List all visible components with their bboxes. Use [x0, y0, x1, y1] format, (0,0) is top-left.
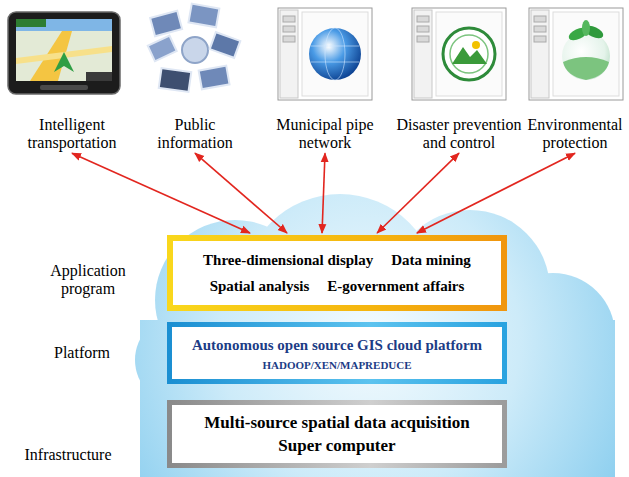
double-arrow [322, 153, 325, 233]
leaf [582, 20, 590, 36]
application-icon: Public information [145, 2, 245, 151]
globe-meridian [325, 28, 345, 80]
sidebar-item [534, 16, 546, 22]
screens-cluster-icon [148, 4, 241, 92]
layer-label: Platform [24, 344, 140, 362]
icon-caption: Environmental protection [525, 116, 625, 151]
cloud-body [140, 320, 615, 477]
window-content [436, 12, 502, 96]
text-row: Three-dimensional display Data mining [187, 247, 487, 273]
window-frame [412, 8, 506, 100]
layer-band: Autonomous open source GIS cloud platfor… [167, 322, 507, 384]
sidebar-item [283, 16, 295, 22]
double-arrow [417, 153, 575, 233]
text-row: HADOOP/XEN/MAPREDUCE [186, 357, 488, 373]
screen [210, 32, 241, 58]
window-earth-icon [529, 8, 623, 100]
application-icon: Municipal pipe network [270, 2, 380, 151]
window-frame [278, 8, 372, 100]
map-sky [16, 19, 112, 31]
screen [148, 36, 177, 62]
sidebar-item [534, 36, 546, 42]
text-row: Multi-source spatial data acquisition [186, 411, 488, 434]
emblem [443, 28, 495, 80]
double-arrow [72, 153, 250, 233]
gps-device-icon [8, 12, 120, 94]
emblem-sun [472, 41, 480, 49]
sidebar-item [534, 26, 546, 32]
screen [199, 66, 230, 90]
layer-text: Spatial analysis [210, 273, 310, 299]
window-sidebar [280, 10, 298, 98]
earth-grass [563, 57, 609, 80]
hub-sphere [182, 37, 208, 63]
window-frame [529, 8, 623, 100]
device-speaker [40, 85, 88, 90]
sidebar-item [417, 16, 429, 22]
emblem-ring [450, 35, 488, 73]
layer-text: Three-dimensional display [203, 247, 373, 273]
text-row: Autonomous open source GIS cloud platfor… [186, 333, 488, 357]
window-content [553, 12, 619, 96]
device-screen [16, 19, 112, 81]
globe [309, 28, 361, 80]
device-bezel [8, 12, 120, 94]
map-panel [86, 72, 112, 81]
text-row: Municipal pipe network [270, 116, 380, 151]
emblem-mountains [452, 47, 487, 64]
layer-label: Infrastructure [10, 446, 126, 464]
window-sidebar [414, 10, 432, 98]
double-arrow [377, 153, 459, 233]
text-row: Super computer [186, 434, 488, 457]
icon-caption: Intelligent transportation [2, 116, 142, 151]
sidebar-item [417, 36, 429, 42]
cloud-shape [135, 194, 615, 477]
double-arrow [195, 153, 287, 233]
layer-label: Application program [30, 262, 146, 299]
icon-caption: Municipal pipe network [270, 116, 380, 151]
window-emblem-icon [412, 8, 506, 100]
text-row: Public information [145, 116, 245, 151]
layer-band: Multi-source spatial data acquisitionSup… [167, 400, 507, 468]
sidebar-item [417, 26, 429, 32]
map-header [16, 19, 46, 27]
map-arrow [54, 52, 74, 72]
text-row: Spatial analysis E-government affairs [187, 273, 487, 299]
layer-text: E-government affairs [327, 273, 464, 299]
layer-text: Autonomous open source GIS cloud platfor… [192, 333, 482, 357]
application-icon: Intelligent transportation [2, 2, 142, 151]
text-row: Environmental protection [525, 116, 625, 151]
screen [188, 4, 219, 28]
layer-band: Three-dimensional displayData miningSpat… [167, 235, 507, 311]
window-sidebar [531, 10, 549, 98]
earth [562, 32, 610, 80]
sidebar-item [283, 26, 295, 32]
layer-text: Data mining [391, 247, 471, 273]
icon-caption: Disaster prevention and control [395, 116, 523, 151]
application-icon: Environmental protection [525, 2, 625, 151]
layer-text: HADOOP/XEN/MAPREDUCE [262, 357, 411, 373]
text-row: Intelligent transportation [2, 116, 142, 151]
globe-parallel [311, 46, 359, 62]
screen [159, 68, 191, 92]
application-icon: Disaster prevention and control [395, 2, 523, 151]
sidebar-item [283, 36, 295, 42]
layer-text: Super computer [278, 434, 395, 457]
icon-caption: Public information [145, 116, 245, 151]
text-row: Disaster prevention and control [395, 116, 523, 151]
window-globe-icon [278, 8, 372, 100]
layer-text: Multi-source spatial data acquisition [204, 411, 470, 434]
window-content [302, 12, 368, 96]
screen [150, 11, 182, 37]
